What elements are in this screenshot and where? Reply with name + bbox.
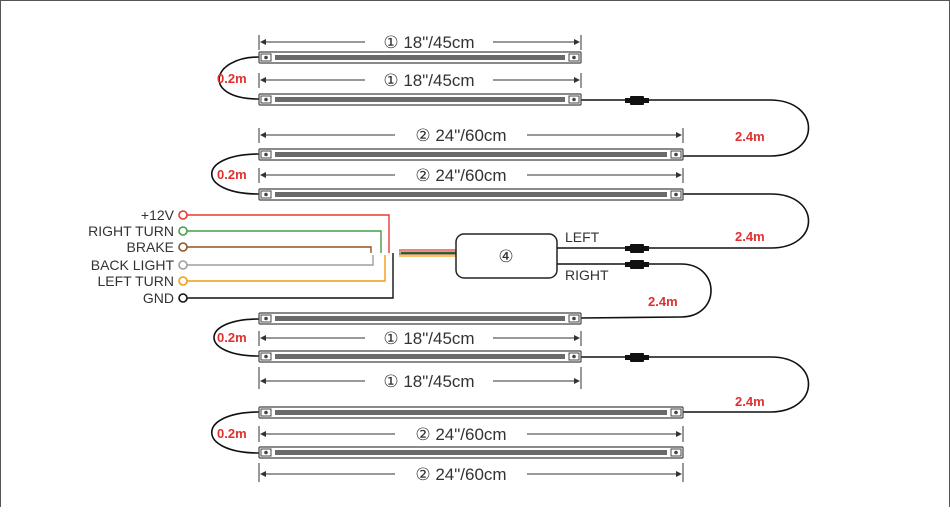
connector-2 (625, 353, 649, 362)
terminal-12v (178, 210, 188, 220)
length-label-loop-3: 0.2m (217, 330, 247, 345)
connector-1 (625, 96, 649, 105)
cable-run-1 (581, 99, 810, 157)
wire-right-turn (187, 230, 382, 253)
inline-connectors (625, 96, 649, 362)
control-box-label: ④ (498, 247, 513, 266)
cable-length-labels: 0.2m 0.2m 0.2m 0.2m 2.4m 2.4m 2.4m 2.4m (217, 71, 765, 441)
dim-label-strip-3: ② 24"/60cm (415, 126, 506, 145)
length-label-run-2: 2.4m (735, 229, 765, 244)
strip-5 (258, 312, 582, 325)
cable-run-3 (557, 263, 712, 319)
wire-label-back-light: BACK LIGHT (91, 257, 175, 273)
dimension-arrows (260, 39, 682, 477)
cable-loop-top-pair (218, 56, 260, 100)
length-label-run-1: 2.4m (735, 129, 765, 144)
wire-label-right-turn: RIGHT TURN (88, 223, 174, 239)
wire-label-12v: +12V (141, 207, 175, 223)
dim-label-strip-4: ② 24"/60cm (415, 166, 506, 185)
strip-8 (258, 446, 684, 459)
length-label-run-4: 2.4m (735, 394, 765, 409)
strip-2 (258, 93, 582, 106)
strip-7 (258, 406, 684, 419)
dim-label-strip-5: ① 18"/45cm (383, 329, 474, 348)
strip-4 (258, 188, 684, 201)
wire-label-gnd: GND (143, 290, 174, 306)
dim-label-strip-8: ② 24"/60cm (415, 465, 506, 484)
dim-label-strip-2: ① 18"/45cm (383, 71, 474, 90)
wire-back-light (187, 255, 374, 266)
wire-labels: +12V RIGHT TURN BRAKE BACK LIGHT LEFT TU… (88, 207, 174, 306)
strip-1 (258, 51, 582, 64)
cable-loop-pair-2 (211, 153, 260, 195)
terminal-back-light (178, 260, 188, 270)
terminal-gnd (178, 293, 188, 303)
dim-label-strip-1: ① 18"/45cm (383, 33, 474, 52)
cable-loop-pair-3 (213, 318, 260, 357)
cable-run-4 (581, 356, 810, 413)
wire-left-turn (187, 255, 386, 282)
cables (211, 56, 810, 454)
length-label-run-3: 2.4m (648, 294, 678, 309)
input-wire-panel (187, 214, 394, 299)
harness-strands (399, 249, 456, 257)
control-box: ④ LEFT RIGHT (455, 229, 609, 283)
terminal-right-turn (178, 226, 188, 236)
right-output-label: RIGHT (565, 267, 609, 283)
cable-run-2 (633, 193, 810, 249)
length-label-loop-1: 0.2m (217, 71, 247, 86)
wire-label-left-turn: LEFT TURN (98, 273, 175, 289)
length-label-loop-2: 0.2m (217, 167, 247, 182)
connector-left (625, 244, 649, 253)
terminal-brake (178, 242, 188, 252)
dimension-lines (258, 35, 684, 482)
dim-label-strip-6: ① 18"/45cm (383, 372, 474, 391)
wire-gnd (187, 253, 394, 299)
terminal-left-turn (178, 276, 188, 286)
cable-loop-pair-4 (211, 411, 260, 454)
wire-terminals (178, 210, 188, 303)
left-output-label: LEFT (565, 229, 600, 245)
wire-brake (187, 246, 372, 253)
strip-6 (258, 350, 582, 363)
dim-label-strip-7: ② 24"/60cm (415, 425, 506, 444)
connector-right (625, 260, 649, 269)
strip-3 (258, 148, 684, 161)
dimension-labels: ① 18"/45cm ① 18"/45cm ② 24"/60cm ② 24"/6… (383, 33, 506, 484)
wire-12v (187, 214, 390, 253)
length-label-loop-4: 0.2m (217, 426, 247, 441)
wire-label-brake: BRAKE (127, 239, 174, 255)
